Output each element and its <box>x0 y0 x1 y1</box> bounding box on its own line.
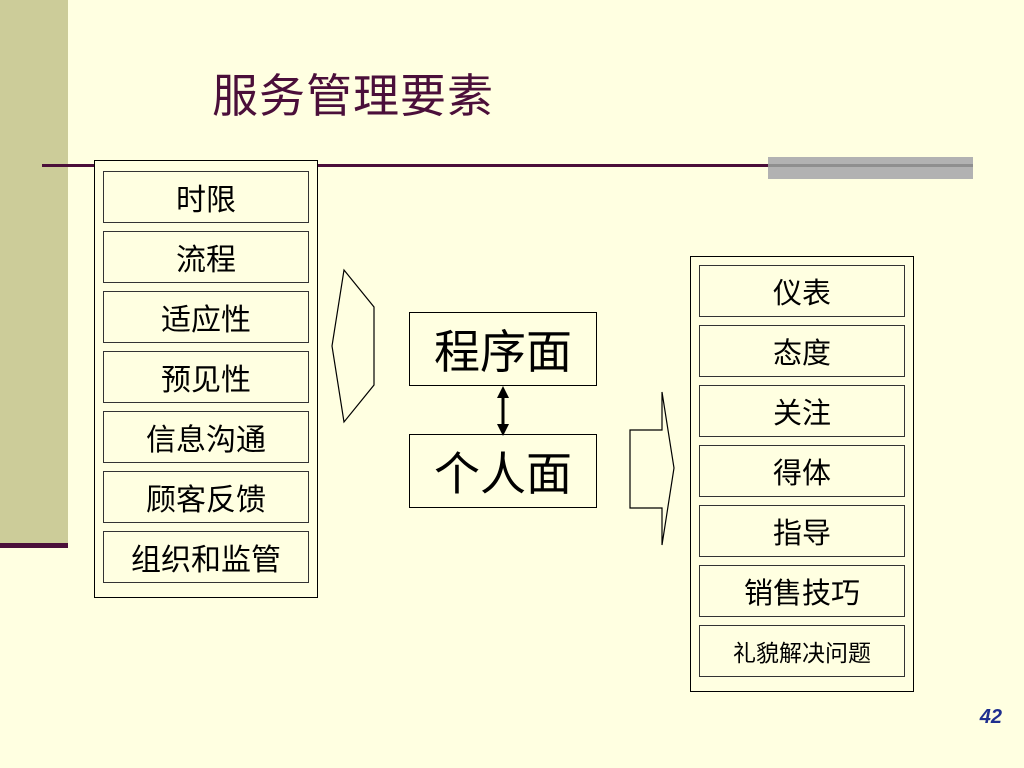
procedural-item-label: 顾客反馈 <box>146 483 266 518</box>
personal-item: 关注 <box>699 385 905 437</box>
title-rule-left <box>42 164 98 167</box>
personal-item: 销售技巧 <box>699 565 905 617</box>
left-arrow-icon <box>331 268 375 424</box>
personal-item: 礼貌解决问题 <box>699 625 905 677</box>
procedural-item-label: 适应性 <box>161 303 251 338</box>
procedural-item: 信息沟通 <box>103 411 309 463</box>
title-rule <box>316 164 770 167</box>
personal-item-label: 礼貌解决问题 <box>733 641 871 667</box>
right-arrow-icon <box>629 391 675 546</box>
procedural-item-label: 流程 <box>176 243 236 278</box>
procedural-item-label: 时限 <box>176 183 236 218</box>
personal-item: 态度 <box>699 325 905 377</box>
personal-item-label: 指导 <box>772 516 831 550</box>
personal-item-label: 销售技巧 <box>743 576 860 610</box>
procedural-aspect-label: 程序面 <box>434 325 572 379</box>
decorative-side-band <box>0 0 68 545</box>
personal-item: 得体 <box>699 445 905 497</box>
procedural-aspect-box: 程序面 <box>409 312 597 386</box>
procedural-item: 适应性 <box>103 291 309 343</box>
procedural-item: 顾客反馈 <box>103 471 309 523</box>
procedural-item-label: 组织和监管 <box>131 543 281 578</box>
personal-item: 指导 <box>699 505 905 557</box>
title-rule-accent <box>768 157 973 179</box>
personal-item-label: 关注 <box>772 396 831 430</box>
page-number: 42 <box>979 706 1002 728</box>
procedural-item: 预见性 <box>103 351 309 403</box>
double-arrow-icon <box>497 386 509 436</box>
procedural-item: 组织和监管 <box>103 531 309 583</box>
procedural-item: 时限 <box>103 171 309 223</box>
personal-aspect-box: 个人面 <box>409 434 597 508</box>
title-rule-accent-line <box>768 164 973 167</box>
procedural-item-label: 信息沟通 <box>146 423 266 458</box>
procedural-item: 流程 <box>103 231 309 283</box>
personal-item-label: 得体 <box>772 456 831 490</box>
procedural-item-label: 预见性 <box>161 363 251 398</box>
personal-item: 仪表 <box>699 265 905 317</box>
procedural-elements-group: 时限 流程 适应性 预见性 信息沟通 顾客反馈 组织和监管 <box>94 160 318 598</box>
personal-item-label: 仪表 <box>772 276 831 310</box>
personal-item-label: 态度 <box>772 336 831 370</box>
decorative-side-line <box>0 543 68 548</box>
slide-title: 服务管理要素 <box>212 69 494 123</box>
personal-aspect-label: 个人面 <box>434 447 572 501</box>
personal-elements-group: 仪表 态度 关注 得体 指导 销售技巧 礼貌解决问题 <box>690 256 914 692</box>
